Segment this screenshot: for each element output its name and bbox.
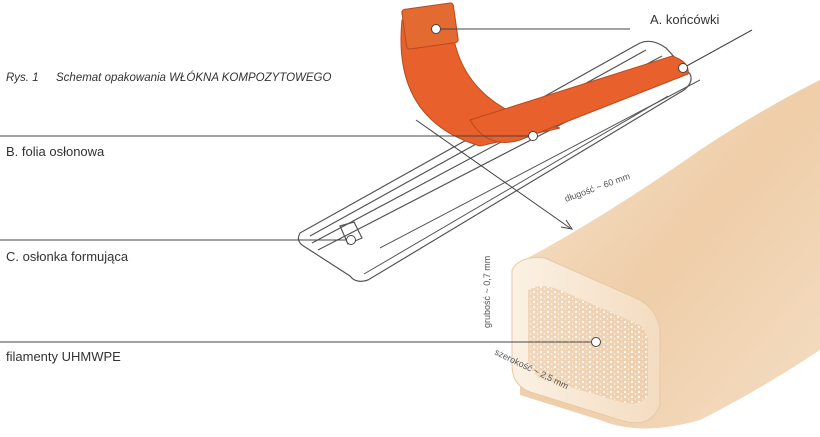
label-sheath: C. osłonka formująca — [6, 249, 129, 264]
marker-foil — [528, 131, 538, 141]
label-filaments: filamenty UHMWPE — [6, 349, 121, 364]
tip-end — [401, 2, 459, 50]
label-tips: A. końcówki — [650, 12, 719, 27]
marker-sheath — [346, 235, 356, 245]
marker-filaments — [591, 337, 601, 347]
dimension-thickness: grubość ~ 0,7 mm — [482, 256, 492, 328]
marker-tips-end — [431, 24, 441, 34]
tip-curl — [400, 19, 561, 147]
tip-strip — [469, 55, 689, 143]
caption-number: Rys. 1 — [6, 72, 39, 84]
dimension-length: długość ~ 60 mm — [563, 171, 631, 204]
callout-markers — [346, 24, 688, 347]
label-foil: B. folia osłonowa — [6, 144, 105, 159]
marker-tips-strip — [678, 63, 688, 73]
leader-lines — [0, 28, 753, 343]
caption-title: Schemat opakowania WŁÓKNA KOMPOZYTOWEGO — [56, 71, 331, 84]
